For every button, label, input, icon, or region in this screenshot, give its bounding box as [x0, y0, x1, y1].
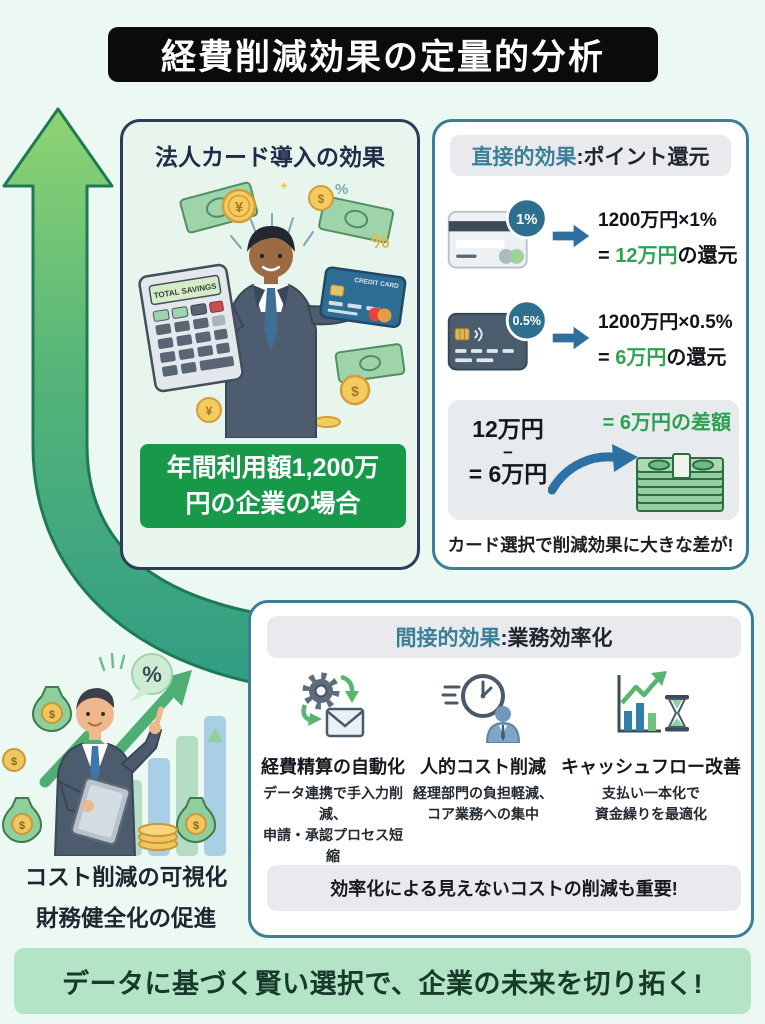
dollar-coin-icon: $	[2, 748, 26, 772]
rate-badge	[505, 299, 548, 342]
result-2: = 6万円の還元	[598, 346, 727, 369]
money-bag-icon: $	[32, 686, 72, 733]
svg-text:%: %	[142, 662, 162, 687]
svg-text:$: $	[19, 820, 25, 832]
yen-coin-icon: ¥	[221, 188, 257, 224]
visualization-line2: 財務健全化の促進	[35, 905, 216, 931]
svg-text:$: $	[193, 820, 199, 832]
rays-decoration	[98, 652, 126, 672]
indirect-effect-header: 間接的効果:業務効率化	[267, 616, 741, 658]
rate-badge-text: 1%	[516, 212, 537, 228]
indirect-item-automation: 経費精算の自動化 データ連携で手入力削減、 申請・承認プロセス短縮	[257, 669, 409, 867]
difference-label: = 6万円の差額	[602, 412, 731, 434]
rays-decoration	[230, 213, 314, 249]
indirect-item-labor-cost: 人的コスト削減 経理部門の負担軽減、 コア業務への集中	[409, 669, 557, 867]
coin-icon	[313, 416, 341, 428]
formula-1: 1200万円×1%	[598, 209, 717, 231]
coin-stack-icon	[138, 823, 178, 851]
dollar-coin-icon: $	[308, 185, 334, 211]
gear-mail-icon	[301, 672, 365, 738]
indirect-effect-header-prefix: 間接的効果	[395, 627, 501, 650]
direct-effect-header-suffix: :ポイント還元	[576, 145, 710, 169]
blue-credit-card-icon: 0.5%	[447, 299, 548, 371]
businessman-calculator-illustration: ¥ $ $ ¥ % % % ✦ ✦ ✦	[138, 179, 407, 438]
yen-coin-icon: ¥	[196, 397, 222, 423]
money-bag-icon: $	[176, 797, 216, 844]
svg-text:¥: ¥	[235, 199, 244, 216]
case-banner: 年間利用額1,200万 円の企業の場合	[140, 444, 406, 528]
indirect-item-desc: データ連携で手入力削減、 申請・承認プロセス短縮	[263, 785, 403, 864]
difference-box: = 6万円の差額 12万円 − = 6万円	[448, 400, 739, 520]
difference-calculation: 12万円 − = 6万円	[468, 416, 548, 487]
indirect-effect-columns: 経費精算の自動化 データ連携で手入力削減、 申請・承認プロセス短縮	[257, 669, 745, 867]
direct-effect-header: 直接的効果:ポイント還元	[450, 135, 731, 176]
indirect-effect-header-suffix: :業務効率化	[500, 627, 613, 650]
direct-effect-footnote: カード選択で削減効果に大きな差が!	[447, 535, 734, 555]
point-row-2: 0.5% 1200万円×0.5% = 6万円の還元	[445, 288, 745, 388]
indirect-item-title: 経費精算の自動化	[261, 757, 405, 777]
case-line1: 年間利用額1,200万	[166, 453, 380, 482]
money-bill-icon	[318, 195, 395, 244]
visualization-line1: コスト削減の可視化	[24, 865, 228, 890]
point-calc-2: 1200万円×0.5% = 6万円の還元	[598, 307, 733, 370]
svg-text:$: $	[49, 709, 55, 721]
indirect-effect-section: 間接的効果:業務効率化 経費精算の自動化 データ連携で手入力削	[248, 600, 754, 938]
result-value-1: 12万円	[615, 244, 678, 267]
rate-badge-text: 0.5%	[512, 314, 541, 328]
cost-visualization-illustration: % $ $ $ $	[2, 652, 226, 856]
calculator-icon: TOTAL SAVINGS	[138, 263, 244, 393]
result-value-2: 6万円	[615, 346, 667, 369]
formula-2: 1200万円×0.5%	[598, 311, 733, 333]
point-calc-1: 1200万円×1% = 12万円の還元	[598, 205, 738, 268]
businessman-pointing-figure	[53, 688, 164, 856]
indirect-effect-footnote: 効率化による見えないコストの削減も重要!	[267, 865, 741, 911]
money-bill-icon	[334, 343, 406, 384]
right-arrow-icon	[552, 224, 590, 248]
conclusion-text: データに基づく賢い選択で、企業の未来を切り拓く!	[62, 968, 703, 999]
indirect-item-title: 人的コスト削減	[420, 757, 546, 777]
right-arrow-icon	[552, 326, 590, 350]
svg-text:¥: ¥	[206, 404, 213, 418]
corporate-card-title: 法人カード導入の効果	[155, 144, 385, 170]
page-title: 経費削減効果の定量的分析	[160, 38, 605, 77]
direct-effect-header-prefix: 直接的効果	[471, 145, 577, 169]
mini-arrow-decoration	[207, 728, 223, 742]
chart-hourglass-icon	[617, 671, 689, 733]
money-stack-icon	[636, 453, 724, 512]
indirect-item-desc: 経理部門の負担軽減、 コア業務への集中	[413, 785, 553, 822]
percent-icon: %	[335, 181, 348, 198]
page-title-banner: 経費削減効果の定量的分析	[108, 27, 658, 82]
money-bag-icon: $	[2, 797, 42, 844]
visualization-caption: コスト削減の可視化 財務健全化の促進	[0, 858, 252, 939]
indirect-item-cashflow: キャッシュフロー改善 支払い一本化で 資金繰りを最適化	[557, 669, 745, 867]
result-1: = 12万円の還元	[598, 244, 738, 267]
corporate-card-section: 法人カード導入の効果 ¥ $	[120, 119, 420, 570]
tablet-icon	[70, 776, 131, 846]
indirect-item-title: キャッシュフロー改善	[561, 757, 741, 777]
curved-arrow-icon	[548, 444, 638, 495]
indirect-item-desc: 支払い一本化で 資金繰りを最適化	[595, 785, 707, 822]
case-line2: 円の企業の場合	[185, 490, 361, 518]
dollar-coin-icon: $	[339, 374, 371, 406]
sparkle-icon: ✦	[279, 179, 289, 193]
svg-text:$: $	[351, 383, 359, 399]
direct-effect-section: 直接的効果:ポイント還元 1% 1200万円×1% = 12万円の還元	[432, 119, 749, 570]
svg-text:$: $	[11, 756, 17, 768]
credit-card-icon: CREDIT CARD	[319, 266, 407, 329]
conclusion-banner: データに基づく賢い選択で、企業の未来を切り拓く!	[14, 948, 751, 1014]
clock-person-icon	[441, 674, 521, 744]
rate-badge	[505, 197, 548, 240]
gray-credit-card-icon: 1%	[447, 197, 548, 269]
point-row-1: 1% 1200万円×1% = 12万円の還元	[445, 186, 745, 286]
svg-text:$: $	[318, 192, 325, 206]
percent-icon: %	[371, 230, 390, 253]
percent-bubble-icon: %	[130, 653, 173, 702]
